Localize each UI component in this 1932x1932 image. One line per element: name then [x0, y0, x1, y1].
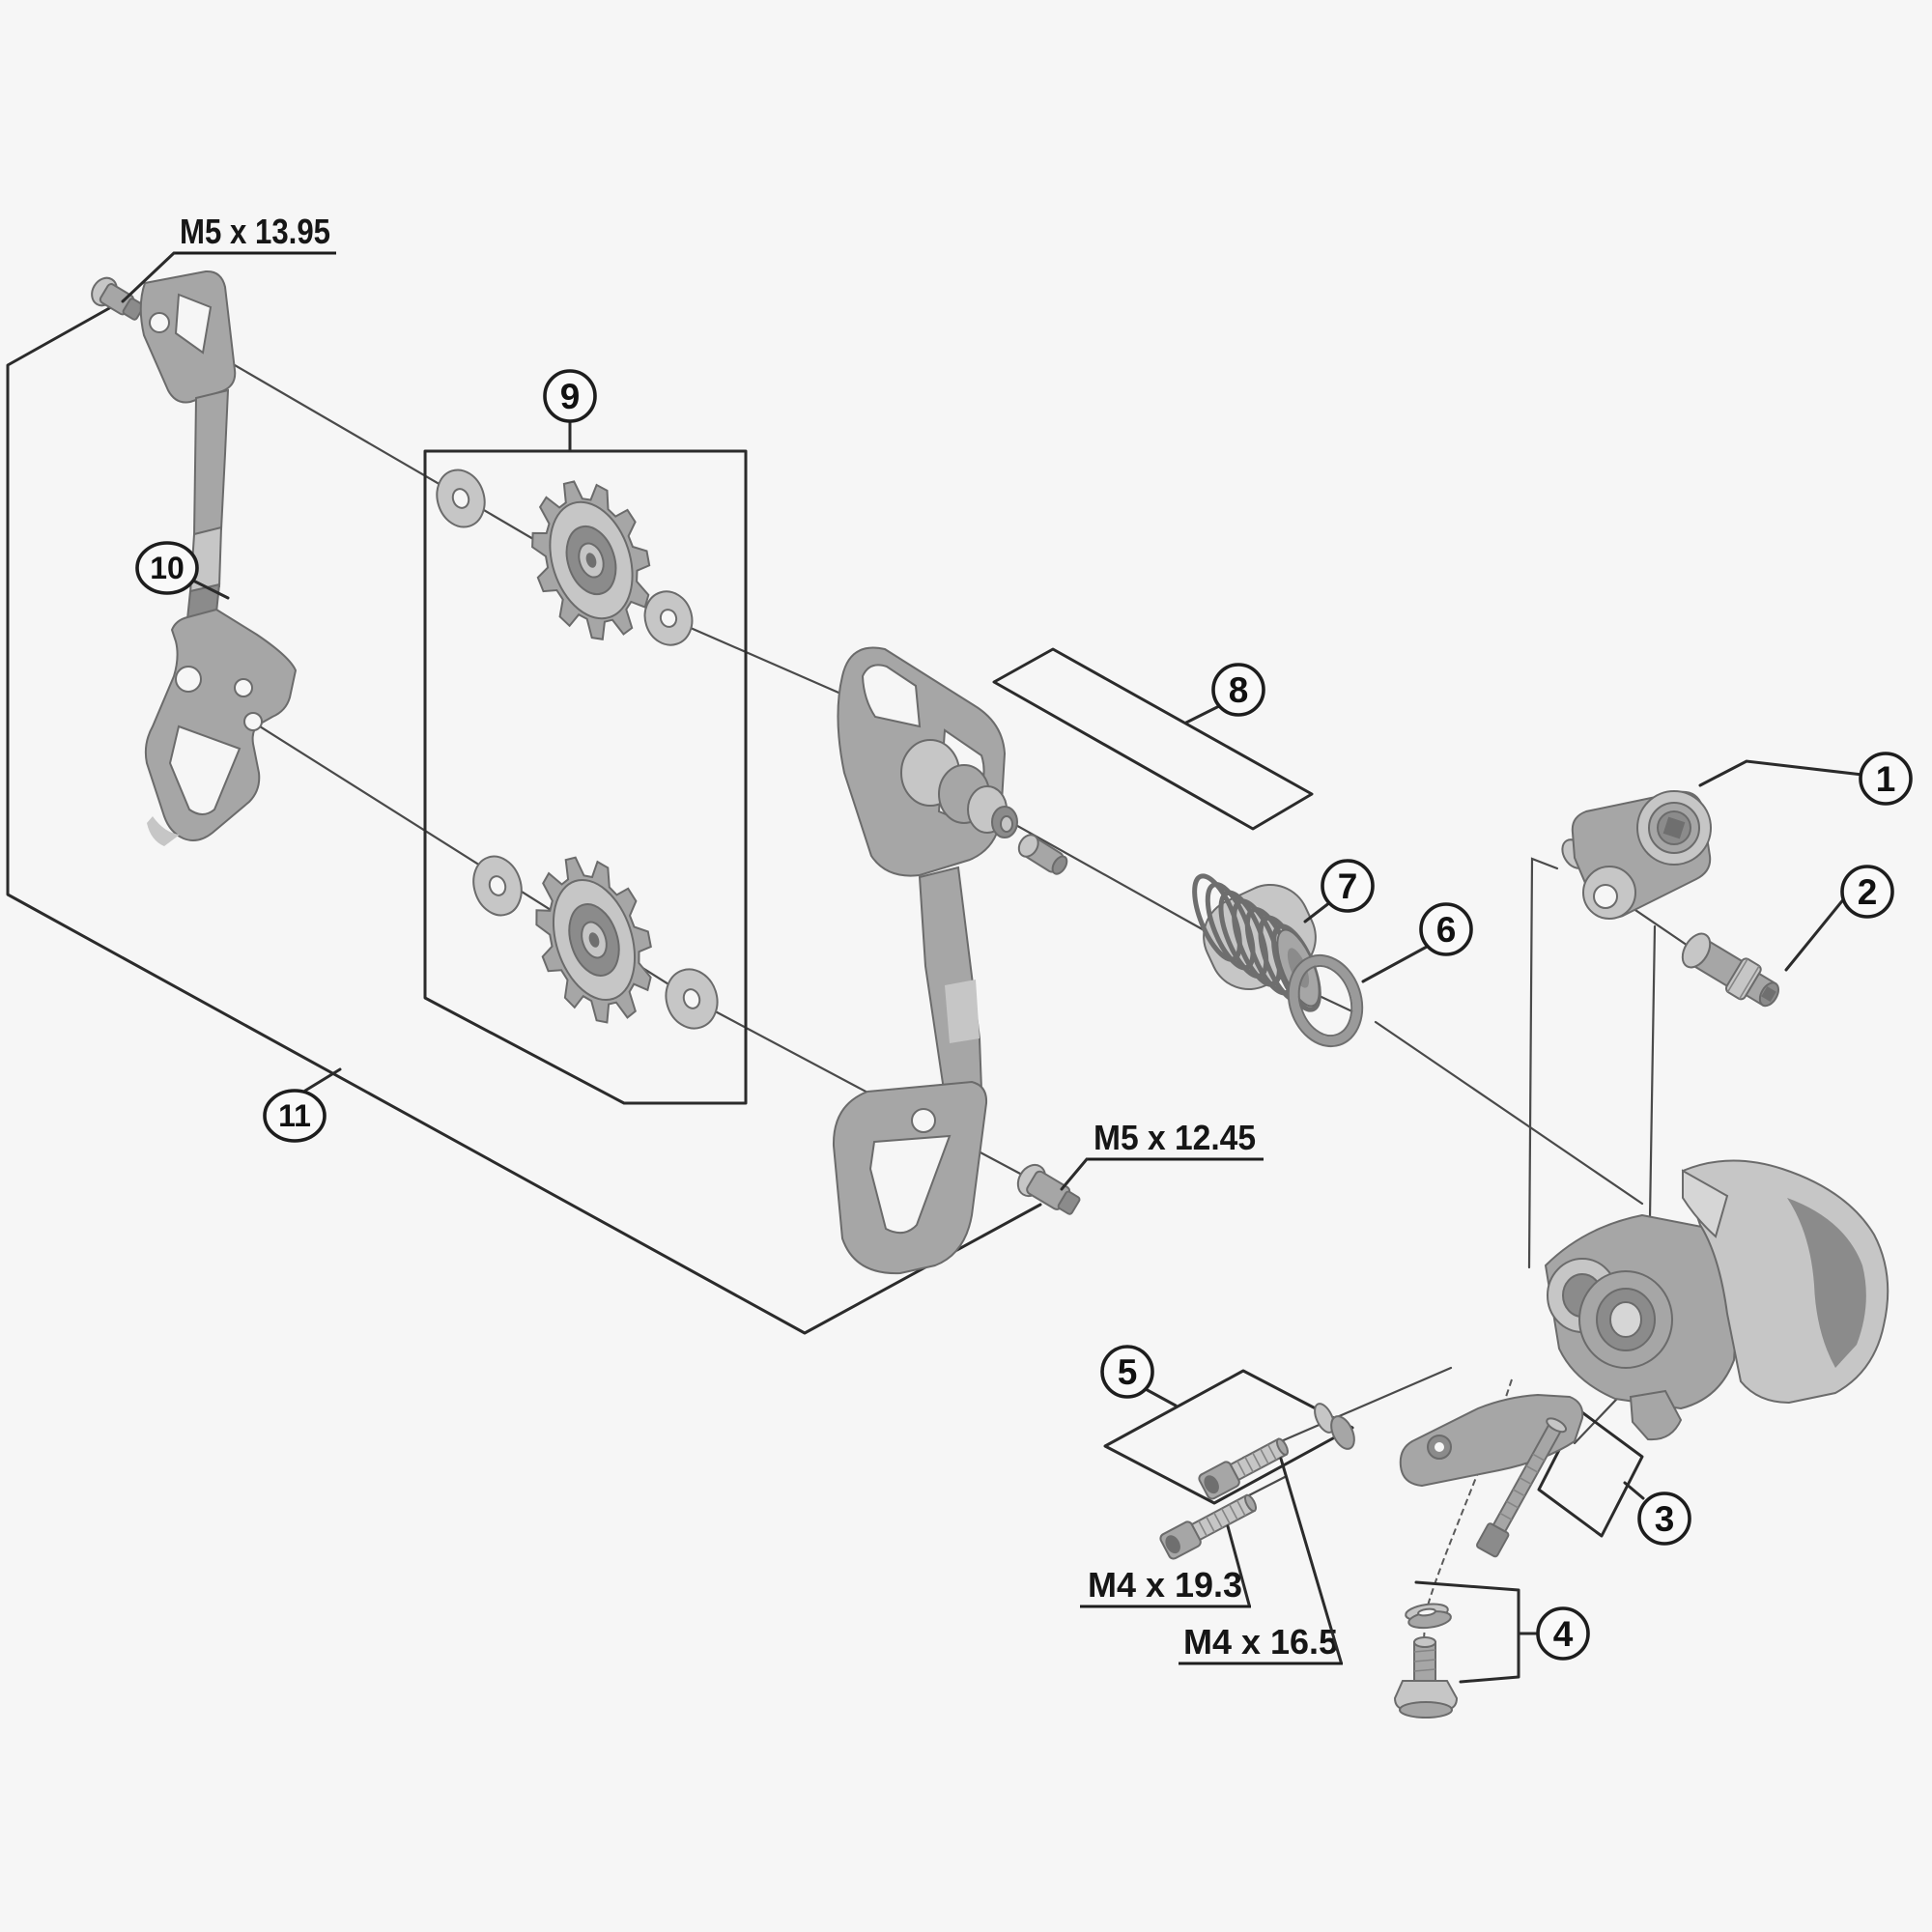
cable-fixing-washer: [1405, 1603, 1452, 1630]
group-box-8: [992, 647, 1314, 831]
group-box-11: [6, 305, 1042, 1335]
tension-pulley: [535, 856, 652, 1024]
svg-text:M4 x 16.5: M4 x 16.5: [1183, 1622, 1338, 1662]
svg-text:8: 8: [1229, 670, 1249, 710]
cage-bolt-upper: [91, 276, 145, 321]
group-box-9: [423, 449, 748, 1105]
group-outlines: [6, 305, 1644, 1684]
callout-leaders: [189, 420, 1864, 1635]
svg-text:3: 3: [1655, 1499, 1675, 1539]
svg-text:2: 2: [1858, 872, 1878, 912]
callout-4: 4: [1536, 1606, 1590, 1661]
callout-9: 9: [543, 369, 597, 423]
callout-8: 8: [1211, 663, 1265, 717]
guide-pulley: [531, 480, 651, 640]
svg-text:4: 4: [1553, 1614, 1574, 1654]
adjust-screw-short: [1198, 1437, 1289, 1500]
svg-text:11: 11: [278, 1098, 311, 1133]
adjust-plate-washers: [1314, 1403, 1355, 1450]
svg-text:M4 x 19.3: M4 x 19.3: [1088, 1565, 1242, 1605]
callout-2: 2: [1840, 865, 1894, 919]
callout-6: 6: [1419, 902, 1473, 956]
callout-7: 7: [1321, 859, 1375, 913]
pulley-washers-lower: [472, 855, 719, 1030]
bracket-axle-unit: [1561, 790, 1712, 920]
inner-plate: [139, 270, 298, 846]
svg-text:5: 5: [1118, 1352, 1138, 1392]
plate-set-bolt: [1017, 834, 1068, 875]
label-m5x12-45: M5 x 12.45: [1060, 1118, 1264, 1191]
tension-spring: [1192, 873, 1321, 1012]
svg-text:9: 9: [560, 377, 581, 416]
derailleur-body: [1399, 1159, 1889, 1488]
callout-5: 5: [1100, 1345, 1154, 1399]
svg-text:M5 x 13.95: M5 x 13.95: [180, 212, 330, 251]
callouts: 1 2 3 4 5 6 7 8 9 10 11: [135, 369, 1913, 1661]
svg-text:6: 6: [1436, 910, 1457, 950]
cage-bolt-lower: [1016, 1163, 1081, 1215]
label-m4x19-3: M4 x 19.3: [1080, 1524, 1251, 1608]
spring-ring: [1287, 953, 1364, 1048]
label-m5x13-95: M5 x 13.95: [121, 212, 336, 303]
callout-10: 10: [135, 541, 199, 595]
cable-fixing-bolt: [1393, 1636, 1459, 1719]
outer-plate: [832, 646, 1018, 1275]
callout-3: 3: [1637, 1492, 1691, 1546]
stopper-bolt: [1681, 932, 1780, 1008]
group-box-3: [1537, 1408, 1644, 1538]
bracket-bolt: [1476, 1417, 1568, 1558]
pulley-washers-upper: [436, 469, 694, 646]
svg-text:1: 1: [1876, 759, 1896, 799]
svg-text:10: 10: [150, 551, 185, 585]
dimension-labels: M5 x 13.95 M5 x 12.45 M4 x 19.3 M4 x 16.…: [121, 212, 1343, 1665]
svg-text:M5 x 12.45: M5 x 12.45: [1094, 1118, 1256, 1157]
callout-1: 1: [1859, 752, 1913, 806]
label-m4x16-5: M4 x 16.5: [1179, 1457, 1343, 1665]
svg-text:7: 7: [1338, 867, 1358, 906]
callout-11: 11: [263, 1089, 327, 1143]
